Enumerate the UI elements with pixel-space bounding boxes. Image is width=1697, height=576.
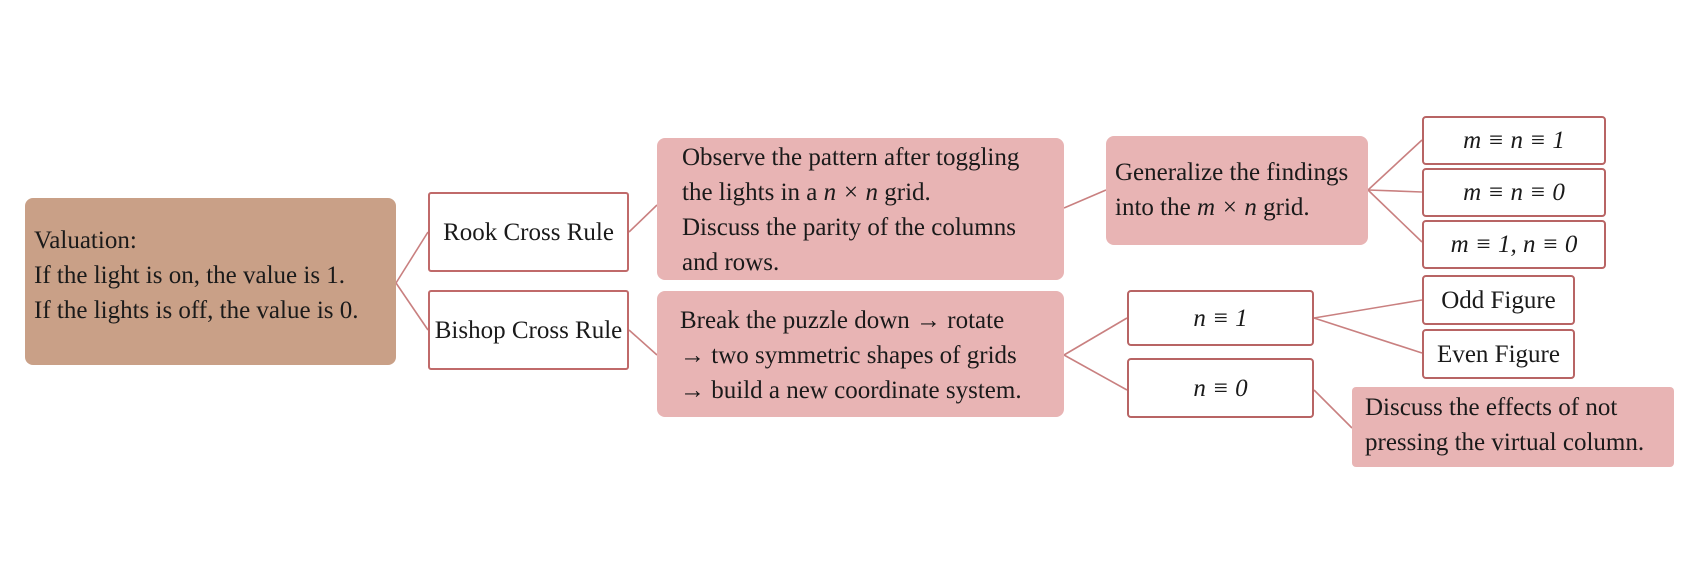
connector-generalize-case3 [1367,189,1423,243]
observe-line-2: the lights in a n × n grid. [682,179,931,206]
observe-pattern-node: Observe the pattern after toggling the l… [657,138,1064,280]
bishop-steps-node: Break the puzzle down → rotate → two sym… [657,291,1064,417]
bishop-cross-rule-label: Bishop Cross Rule [434,316,623,344]
connector-steps-nodd [1063,317,1128,356]
rook-cross-rule-node: Rook Cross Rule [428,192,629,272]
valuation-off-rule: If the lights is off, the value is 0. [34,297,359,324]
bishop-step-2: → two symmetric shapes of grids [680,342,1017,369]
case-m-n-even: m ≡ n ≡ 0 [1422,168,1606,217]
connector-nodd-oddfig [1313,299,1423,319]
generalize-line-1: Generalize the findings [1115,159,1349,186]
m-by-n-math: m × n [1196,194,1257,221]
virtual-column-node: Discuss the effects of not pressing the … [1352,387,1674,467]
connector-root-rook [395,231,429,284]
connector-neven-virtual [1313,389,1353,429]
connector-steps-neven [1063,354,1128,391]
n-by-n-math: n × n [823,179,879,206]
valuation-node: Valuation: If the light is on, the value… [25,198,396,365]
even-figure-node: Even Figure [1422,329,1575,379]
observe-line-3: Discuss the parity of the columns [682,214,1016,241]
generalize-line-2: into the m × n grid. [1115,194,1310,221]
connector-observe-generalize [1063,189,1107,209]
observe-line-1: Observe the pattern after toggling [682,144,1020,171]
bishop-cross-rule-node: Bishop Cross Rule [428,290,629,370]
odd-figure-node: Odd Figure [1422,275,1575,325]
valuation-on-rule: If the light is on, the value is 1. [34,262,346,289]
bishop-step-1: Break the puzzle down → rotate [680,307,1005,334]
case-m-n-odd: m ≡ n ≡ 1 [1422,116,1606,165]
case-n-odd: n ≡ 1 [1127,290,1314,346]
connector-bishop-steps [628,329,658,356]
virtual-line-2: pressing the virtual column. [1365,429,1645,456]
case-n-even: n ≡ 0 [1127,358,1314,418]
observe-line-4: and rows. [682,249,780,276]
generalize-node: Generalize the findings into the m × n g… [1106,136,1368,245]
connector-generalize-case2 [1367,189,1423,193]
connector-root-bishop [395,282,429,331]
valuation-title: Valuation: [34,227,137,254]
connector-nodd-evenfig [1313,317,1423,354]
case-m-odd-n-even: m ≡ 1, n ≡ 0 [1422,220,1606,269]
virtual-line-1: Discuss the effects of not [1365,394,1618,421]
connector-generalize-case1 [1367,139,1423,191]
connector-rook-observe [628,204,658,233]
rook-cross-rule-label: Rook Cross Rule [443,218,614,246]
bishop-step-3: → build a new coordinate system. [680,377,1022,404]
